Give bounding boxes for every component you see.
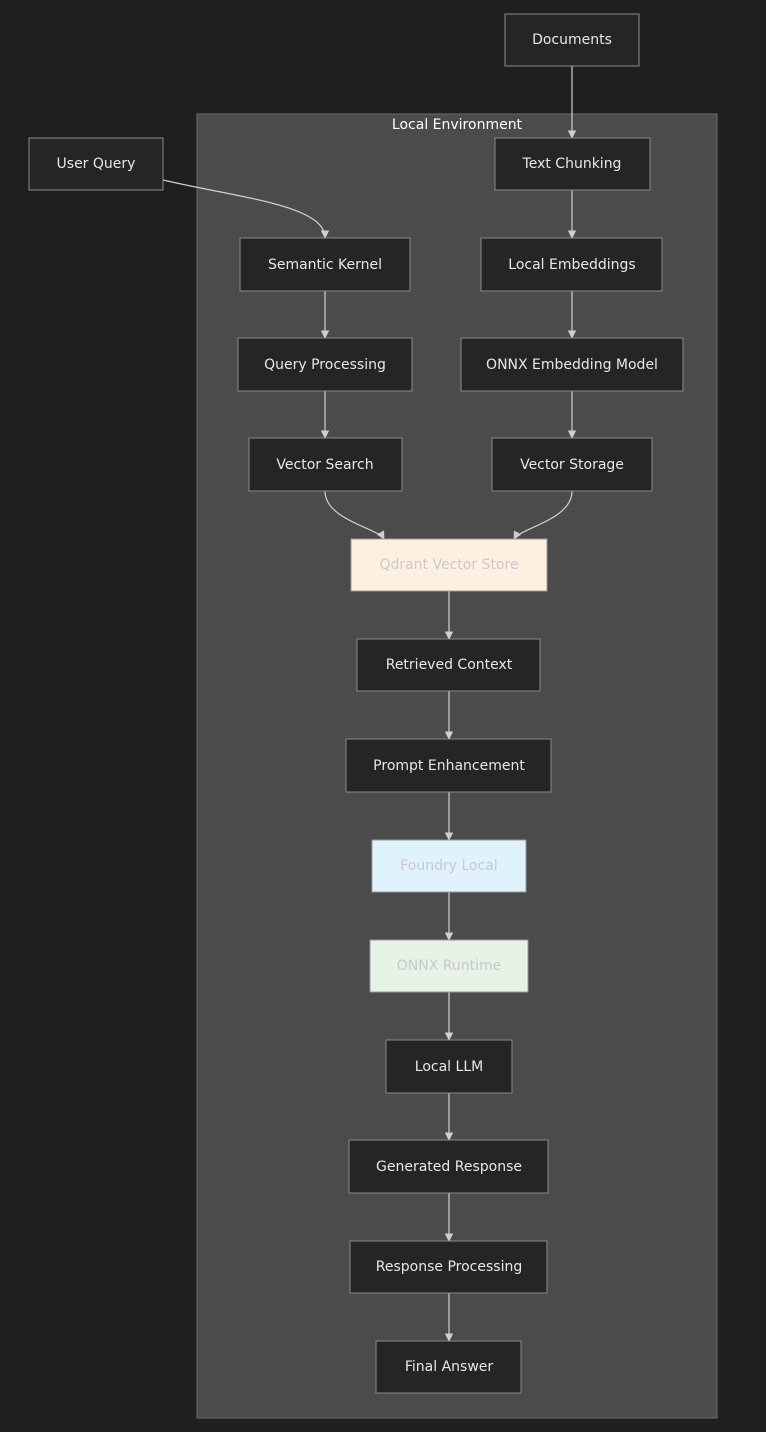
node-onnx-embedding-model-label: ONNX Embedding Model — [486, 357, 658, 373]
node-local-embeddings: Local Embeddings — [480, 237, 663, 292]
edge-user-query-to-semantic-kernel — [162, 179, 330, 239]
node-onnx-runtime-label: ONNX Runtime — [397, 958, 501, 974]
node-foundry-local-label: Foundry Local — [400, 858, 498, 874]
node-vector-search-label: Vector Search — [276, 457, 373, 473]
node-documents-label: Documents — [532, 32, 612, 48]
node-text-chunking: Text Chunking — [494, 137, 651, 191]
edges-layer — [162, 66, 577, 1342]
node-semantic-kernel: Semantic Kernel — [239, 237, 411, 292]
node-semantic-kernel-label: Semantic Kernel — [268, 257, 382, 273]
node-local-llm-label: Local LLM — [415, 1059, 483, 1075]
node-vector-search: Vector Search — [248, 437, 403, 492]
node-final-answer: Final Answer — [375, 1340, 522, 1394]
node-final-answer-label: Final Answer — [405, 1359, 494, 1375]
node-local-llm: Local LLM — [385, 1039, 513, 1094]
edge-vector-storage-to-qdrant-vector-store — [513, 490, 573, 540]
node-vector-storage-label: Vector Storage — [520, 457, 624, 473]
node-generated-response-label: Generated Response — [376, 1159, 522, 1175]
node-retrieved-context-label: Retrieved Context — [386, 657, 513, 673]
node-local-embeddings-label: Local Embeddings — [508, 257, 635, 273]
node-retrieved-context: Retrieved Context — [356, 638, 541, 692]
node-onnx-embedding-model: ONNX Embedding Model — [460, 337, 684, 392]
node-documents: Documents — [504, 13, 640, 67]
node-user-query: User Query — [28, 137, 164, 191]
node-query-processing-label: Query Processing — [264, 357, 386, 373]
node-vector-storage: Vector Storage — [491, 437, 653, 492]
node-text-chunking-label: Text Chunking — [522, 156, 622, 172]
node-generated-response: Generated Response — [348, 1139, 549, 1194]
edge-vector-search-to-qdrant-vector-store — [324, 490, 385, 540]
node-onnx-runtime: ONNX Runtime — [369, 939, 529, 993]
node-prompt-enhancement-label: Prompt Enhancement — [373, 758, 525, 774]
node-prompt-enhancement: Prompt Enhancement — [345, 738, 552, 793]
node-query-processing: Query Processing — [237, 337, 413, 392]
node-user-query-label: User Query — [57, 156, 136, 172]
node-response-processing: Response Processing — [349, 1240, 548, 1294]
node-foundry-local: Foundry Local — [371, 839, 527, 893]
node-qdrant-vector-store-label: Qdrant Vector Store — [379, 557, 518, 573]
cluster-label: Local Environment — [392, 117, 523, 133]
node-response-processing-label: Response Processing — [376, 1259, 522, 1275]
node-qdrant-vector-store: Qdrant Vector Store — [350, 538, 548, 592]
nodes-layer: Documents User Query Text Chunking Seman… — [28, 13, 684, 1394]
